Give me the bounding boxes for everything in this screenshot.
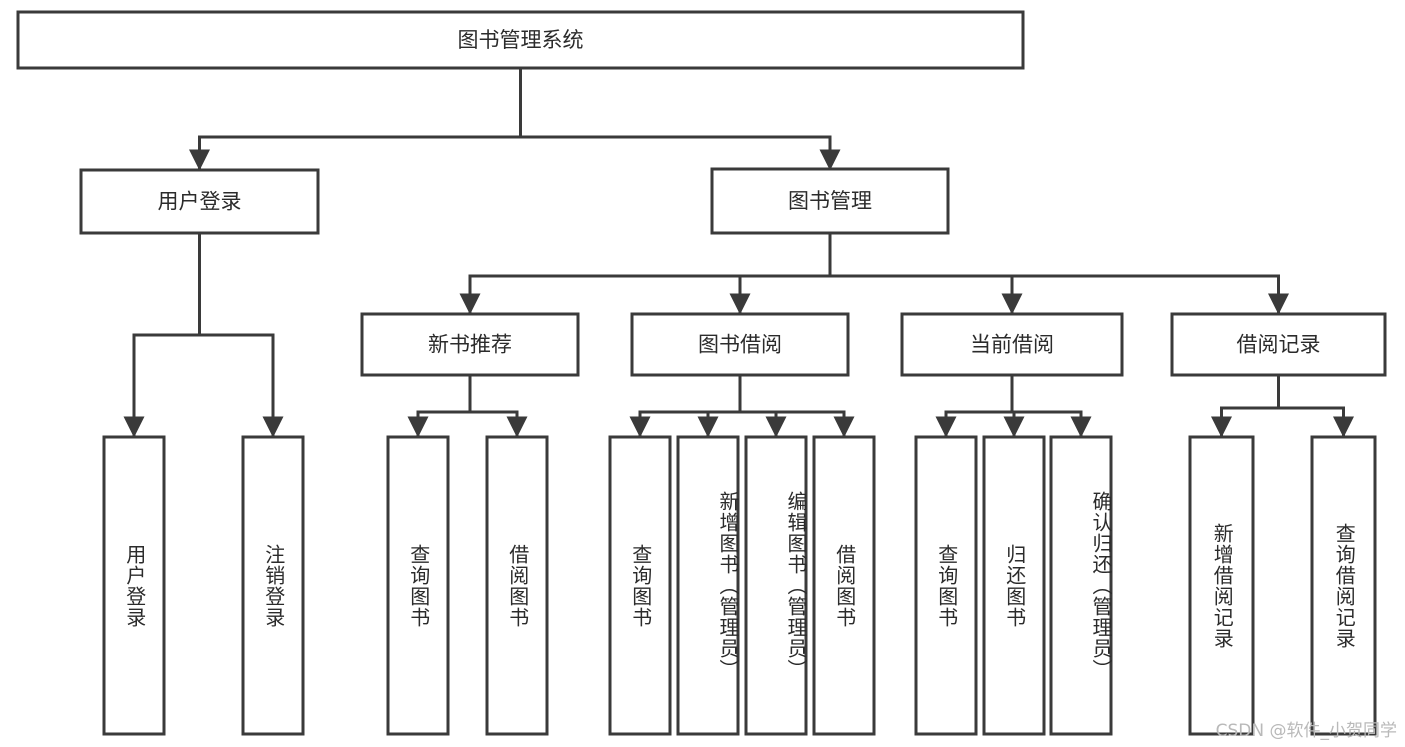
node-level3-label-1: 图书借阅 — [698, 333, 782, 357]
node-leaf-box-7[interactable] — [812, 435, 876, 736]
node-leaf-box-9[interactable] — [982, 435, 1046, 736]
node-leaf-box-0[interactable] — [102, 435, 166, 736]
node-level2-box-1[interactable] — [710, 167, 950, 235]
node-level3-box-1[interactable] — [630, 312, 850, 377]
edge-layer — [123, 66, 1354, 438]
node-level2-label-0: 用户登录 — [158, 190, 242, 214]
node-leaf-box-3[interactable] — [485, 435, 549, 736]
node-leaf-box-1[interactable] — [241, 435, 305, 736]
node-level2-label-1: 图书管理 — [788, 189, 872, 213]
node-root-label: 图书管理系统 — [458, 28, 584, 52]
node-rect-layer — [16, 10, 1387, 736]
node-leaf-box-6[interactable] — [744, 435, 808, 736]
node-leaf-box-2[interactable] — [386, 435, 450, 736]
node-leaf-box-4[interactable] — [608, 435, 672, 736]
node-level3-label-0: 新书推荐 — [428, 333, 512, 357]
node-leaf-box-10[interactable] — [1049, 435, 1113, 736]
node-leaf-box-12[interactable] — [1310, 435, 1377, 736]
node-level3-box-2[interactable] — [900, 312, 1124, 377]
node-leaf-box-11[interactable] — [1188, 435, 1255, 736]
node-level2-box-0[interactable] — [79, 168, 320, 235]
node-level3-box-3[interactable] — [1170, 312, 1387, 377]
node-level3-box-0[interactable] — [360, 312, 580, 377]
node-leaf-box-5[interactable] — [676, 435, 740, 736]
node-level3-label-3: 借阅记录 — [1237, 333, 1321, 357]
node-level3-label-2: 当前借阅 — [970, 333, 1054, 357]
watermark-text: CSDN @软件_小贺同学 — [1215, 721, 1397, 741]
node-root-box[interactable] — [16, 10, 1025, 70]
node-leaf-box-8[interactable] — [914, 435, 978, 736]
